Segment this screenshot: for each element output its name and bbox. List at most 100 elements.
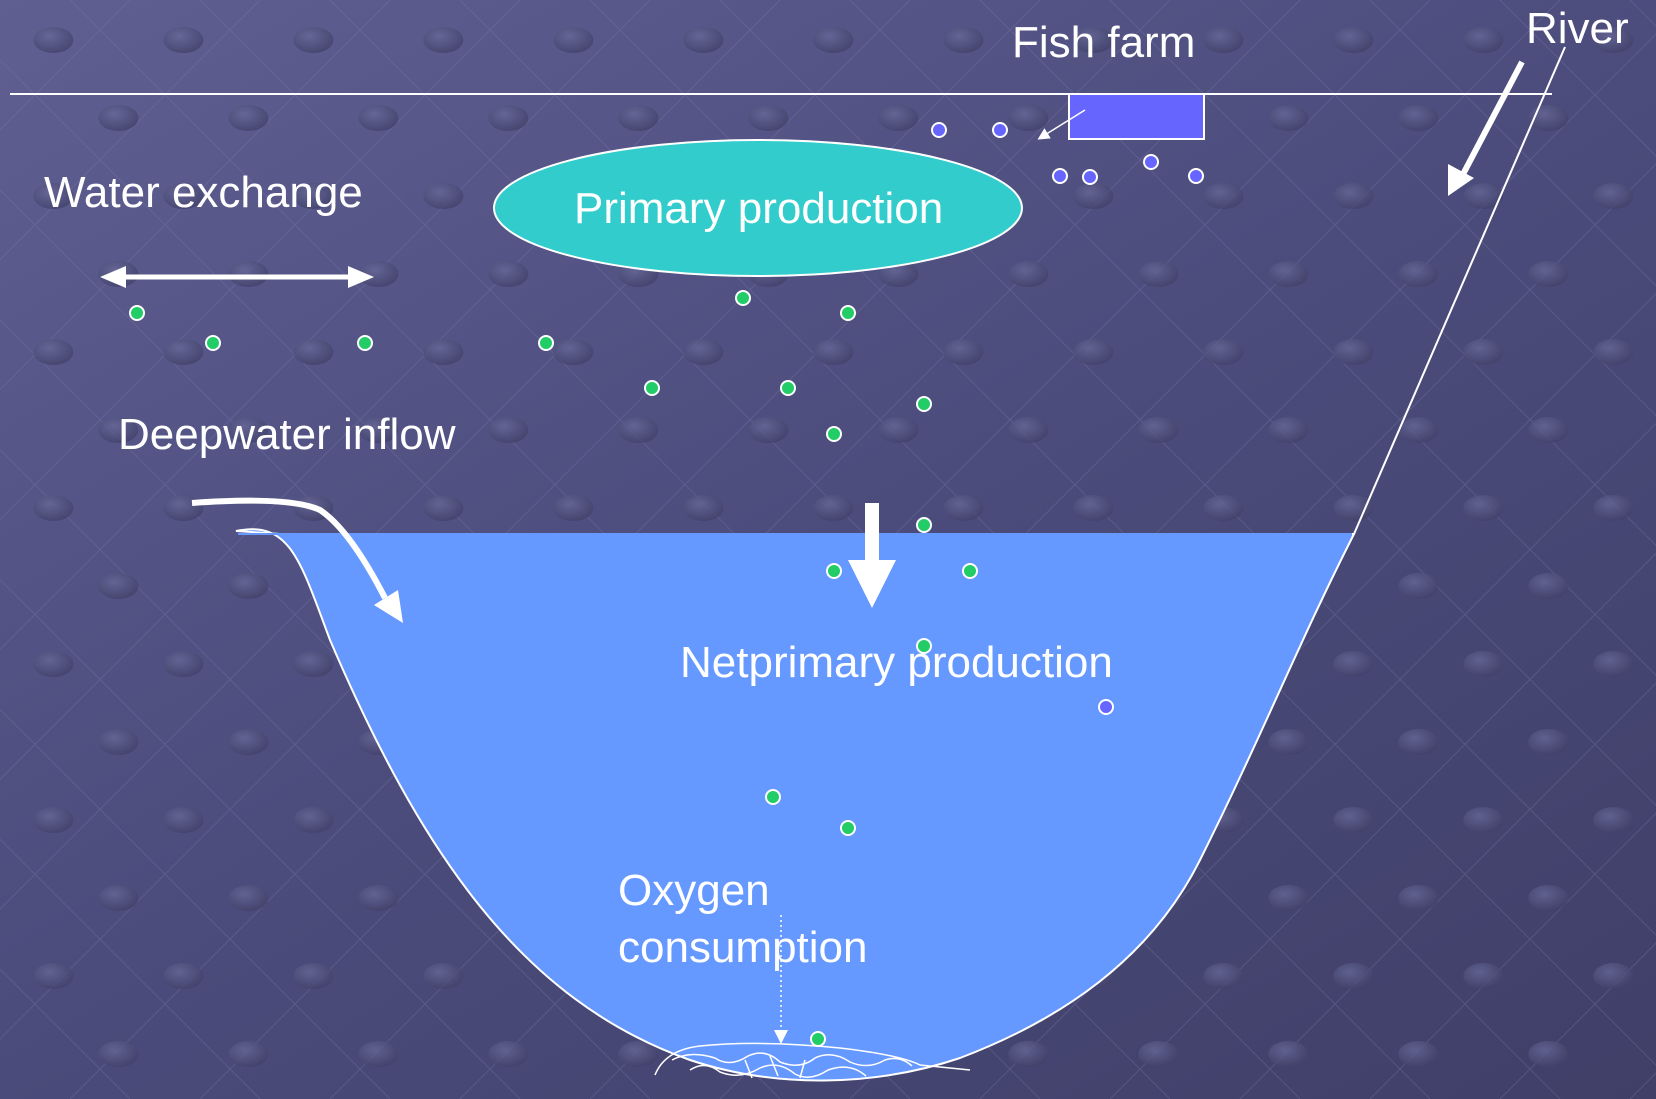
background-dot bbox=[813, 339, 854, 365]
green-particle bbox=[916, 517, 932, 533]
background-dot bbox=[293, 963, 334, 989]
background-dot bbox=[943, 27, 984, 53]
background-dot bbox=[683, 495, 724, 521]
background-dot bbox=[1593, 807, 1634, 833]
background-dot bbox=[423, 183, 464, 209]
fish-farm-pointer bbox=[1037, 109, 1086, 140]
background-dot bbox=[553, 495, 594, 521]
background-grid-line bbox=[849, 0, 1656, 806]
background-dot bbox=[163, 963, 204, 989]
background-dot bbox=[1333, 183, 1374, 209]
background-dot bbox=[33, 963, 74, 989]
background-dot bbox=[488, 105, 529, 131]
background-dot bbox=[98, 573, 139, 599]
background-dot bbox=[813, 495, 854, 521]
background-dot bbox=[748, 105, 789, 131]
green-particle bbox=[780, 380, 796, 396]
background-dot bbox=[488, 261, 529, 287]
green-particle bbox=[810, 1031, 826, 1047]
background-dot bbox=[813, 27, 854, 53]
background-dot bbox=[1463, 339, 1504, 365]
green-particle bbox=[962, 563, 978, 579]
background-dot bbox=[98, 729, 139, 755]
background-grid-line bbox=[1499, 942, 1656, 1099]
background-dot bbox=[228, 1041, 269, 1067]
blue-particle bbox=[931, 122, 947, 138]
background-dot bbox=[1138, 261, 1179, 287]
background-dot bbox=[228, 105, 269, 131]
green-particle bbox=[538, 335, 554, 351]
background-dot bbox=[293, 807, 334, 833]
background-dot bbox=[1333, 339, 1374, 365]
background-dot bbox=[228, 729, 269, 755]
background-dot bbox=[1073, 495, 1114, 521]
river-arrow-icon bbox=[1448, 60, 1525, 196]
background-dot bbox=[358, 417, 399, 443]
background-dot bbox=[1268, 1041, 1309, 1067]
green-particle bbox=[916, 396, 932, 412]
background-dot bbox=[1138, 417, 1179, 443]
background-dot bbox=[943, 495, 984, 521]
background-dot bbox=[1268, 729, 1309, 755]
background-dot bbox=[1398, 417, 1439, 443]
fjord-right-wall bbox=[1353, 46, 1566, 535]
background-dot bbox=[1268, 885, 1309, 911]
background-dot bbox=[423, 27, 464, 53]
background-dot bbox=[1203, 963, 1244, 989]
background-dot bbox=[683, 27, 724, 53]
background-dot bbox=[1463, 651, 1504, 677]
background-grid-line bbox=[1629, 1072, 1656, 1099]
background-dot bbox=[1398, 105, 1439, 131]
background-dot bbox=[1593, 495, 1634, 521]
background-dot bbox=[228, 885, 269, 911]
blue-particle bbox=[1188, 168, 1204, 184]
background-dot bbox=[1398, 573, 1439, 599]
background-dot bbox=[163, 183, 204, 209]
background-dot bbox=[1008, 1041, 1049, 1067]
background-grid-line bbox=[1369, 0, 1656, 287]
background-dot bbox=[98, 885, 139, 911]
background-dot bbox=[33, 651, 74, 677]
background-dot bbox=[618, 417, 659, 443]
background-dot bbox=[33, 339, 74, 365]
background-dot bbox=[1528, 729, 1569, 755]
background-dot bbox=[1073, 183, 1114, 209]
background-dot bbox=[1398, 885, 1439, 911]
deep-water-basin bbox=[235, 528, 1356, 1082]
background-grid-line bbox=[0, 448, 651, 1099]
blue-particle bbox=[1082, 169, 1098, 185]
green-particle bbox=[916, 638, 932, 654]
fish-farm-label: Fish farm bbox=[1012, 18, 1196, 67]
background-dot bbox=[33, 807, 74, 833]
green-particle bbox=[129, 305, 145, 321]
background-grid-line bbox=[0, 578, 521, 1099]
background-dot bbox=[358, 1041, 399, 1067]
background-dot bbox=[33, 495, 74, 521]
background-dot bbox=[228, 417, 269, 443]
background-dot bbox=[1463, 495, 1504, 521]
background-dot bbox=[1593, 183, 1634, 209]
primary-production-label: Primary production bbox=[574, 184, 944, 233]
background-dot bbox=[1333, 495, 1374, 521]
river-label: River bbox=[1526, 4, 1629, 53]
background-dot bbox=[358, 105, 399, 131]
oxygen-consumption-label: Oxygen consumption bbox=[618, 862, 867, 976]
background-dot bbox=[1528, 1041, 1569, 1067]
background-dot bbox=[748, 417, 789, 443]
background-dot bbox=[1593, 651, 1634, 677]
background-dot bbox=[1398, 1041, 1439, 1067]
background-grid-line bbox=[0, 708, 391, 1099]
background-dot bbox=[1008, 105, 1049, 131]
background-dot bbox=[618, 105, 659, 131]
background-dot bbox=[683, 339, 724, 365]
blue-particle bbox=[1098, 699, 1114, 715]
background-dot bbox=[423, 963, 464, 989]
background-dot bbox=[163, 807, 204, 833]
background-dot bbox=[163, 651, 204, 677]
background-dot bbox=[163, 495, 204, 521]
background-dot bbox=[1528, 885, 1569, 911]
background-dot bbox=[1593, 339, 1634, 365]
background-dot bbox=[1463, 807, 1504, 833]
background-grid-line bbox=[1239, 682, 1656, 1099]
